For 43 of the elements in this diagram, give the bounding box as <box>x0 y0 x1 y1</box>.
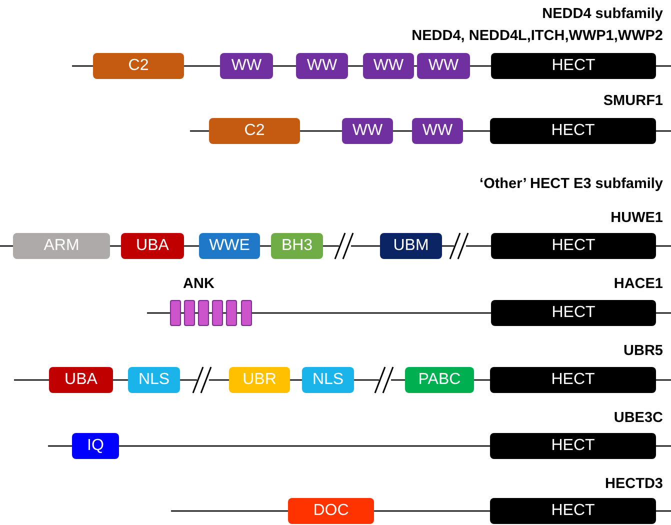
domain-label: ANK <box>183 276 214 292</box>
protein-name: NEDD4, NEDD4L,ITCH,WWP1,WWP2 <box>412 28 663 44</box>
protein-name: HECTD3 <box>604 476 663 492</box>
domain-box: NLS <box>128 367 180 393</box>
domain-box: WW <box>417 53 470 79</box>
ankyrin-repeat-box <box>170 300 181 326</box>
domain-box: HECT <box>490 433 656 459</box>
domain-box: IQ <box>72 433 119 459</box>
protein-name: UBR5 <box>624 343 663 359</box>
domain-box: WW <box>363 53 414 79</box>
domain-box: WW <box>220 53 273 79</box>
group-heading: ‘Other’ HECT E3 subfamily <box>480 176 663 192</box>
domain-box: HECT <box>491 53 656 79</box>
protein-name: HACE1 <box>614 276 663 292</box>
domain-box: WWE <box>199 233 260 259</box>
protein-name: UBE3C <box>614 410 663 426</box>
domain-box: WW <box>342 118 393 144</box>
domain-box: C2 <box>93 53 184 79</box>
ankyrin-repeat-box <box>198 300 209 326</box>
domain-box: WW <box>296 53 348 79</box>
domain-box: ARM <box>13 233 110 259</box>
ankyrin-repeat-box <box>212 300 223 326</box>
domain-box: HECT <box>491 300 656 326</box>
ankyrin-repeat-box <box>226 300 237 326</box>
domain-box: DOC <box>288 498 374 524</box>
domain-box: UBA <box>49 367 113 393</box>
domain-box: HECT <box>490 367 656 393</box>
domain-box: C2 <box>209 118 300 144</box>
domain-box: UBA <box>121 233 184 259</box>
domain-box: HECT <box>490 118 656 144</box>
group-heading: NEDD4 subfamily <box>542 6 663 22</box>
domain-box: NLS <box>302 367 354 393</box>
protein-name: SMURF1 <box>603 93 663 109</box>
domain-box: BH3 <box>271 233 323 259</box>
domain-box: WW <box>412 118 463 144</box>
domain-box: UBR <box>229 367 290 393</box>
domain-box: HECT <box>491 233 656 259</box>
ankyrin-repeat-box <box>241 300 252 326</box>
domain-box: HECT <box>490 498 656 524</box>
ankyrin-repeat-box <box>184 300 195 326</box>
domain-box: PABC <box>405 367 474 393</box>
domain-box: UBM <box>380 233 442 259</box>
protein-name: HUWE1 <box>610 210 663 226</box>
